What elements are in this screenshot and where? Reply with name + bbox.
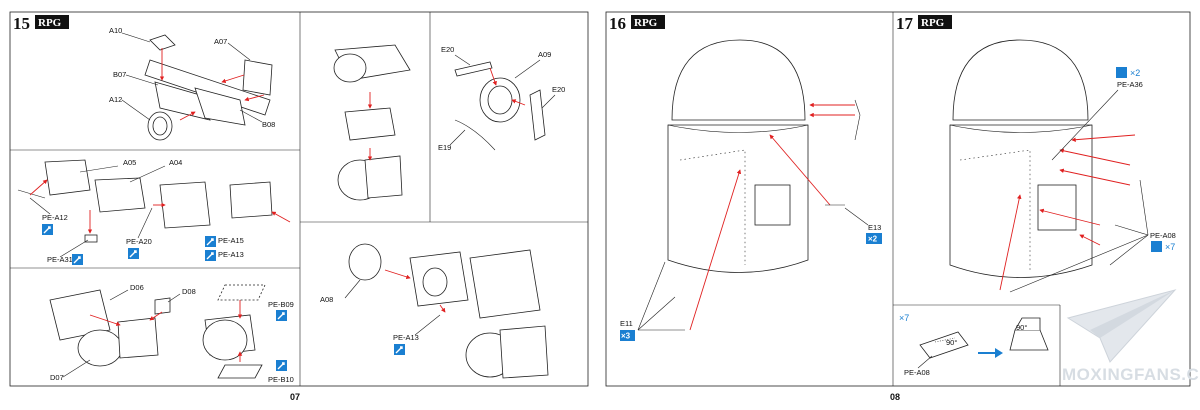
assembly-periscope: E20 A09 E20 E19: [438, 45, 565, 152]
label-a10: A10: [109, 26, 122, 35]
brand-logo: RPG: [38, 17, 62, 29]
watermark-text: MOXINGFANS.COM: [1062, 365, 1200, 384]
right-page-frame: [605, 11, 1191, 387]
brand-logo: RPG: [921, 17, 945, 29]
pe-icon: [275, 309, 288, 322]
arrow-right-icon: [978, 348, 1003, 358]
step-badge-15: 15 RPG: [13, 14, 69, 33]
brand-logo: RPG: [634, 17, 658, 29]
pe-icon: [204, 235, 217, 248]
label-pe-b10: PE-B10: [268, 375, 294, 384]
assembly-cupola-16: E13 ×2 E11 ×3: [620, 39, 882, 341]
assembly-cupola-17: ×2 PE-A36 PE-A08 ×7: [949, 39, 1176, 293]
label-b07: B07: [113, 70, 126, 79]
assembly-mount: A05 A04 PE-A12 PE-A31 PE-A20 PE-A15 PE-A…: [17, 158, 291, 266]
label-a08: A08: [320, 295, 333, 304]
assembly-turret-top: [333, 44, 411, 201]
right-page: 16 RPG E13 ×2 E11 ×3: [605, 11, 1200, 402]
pe-icon: [204, 249, 217, 262]
pe-icon: [71, 253, 84, 266]
angle-label-b: 90°: [1016, 323, 1027, 332]
page-number-left: 07: [290, 392, 300, 402]
pe-a08-multiplier: ×7: [1165, 242, 1175, 252]
inset-label-pe-a08: PE-A08: [904, 368, 930, 377]
pe-icon: [127, 247, 140, 260]
pe-icon: [393, 343, 406, 356]
label-e11: E11: [620, 319, 633, 328]
pe-icon: [41, 223, 54, 236]
assembly-shield: D06 D08 D07 PE-B09 PE-B10: [49, 283, 294, 384]
left-page: 15 RPG A10 A07 B07 A12 B08: [9, 11, 589, 402]
pe-a36-multiplier: ×2: [1130, 68, 1140, 78]
assembly-barrel: A10 A07 B07 A12 B08: [109, 26, 275, 141]
step-number: 15: [13, 14, 30, 33]
label-pe-a15: PE-A15: [218, 236, 244, 245]
pe-icon: [275, 359, 288, 372]
label-d06: D06: [130, 283, 144, 292]
angle-label-a: 90°: [946, 338, 957, 347]
label-a07: A07: [214, 37, 227, 46]
label-a09: A09: [538, 50, 551, 59]
label-a12: A12: [109, 95, 122, 104]
label-d07: D07: [50, 373, 64, 382]
inset-multiplier: ×7: [899, 313, 909, 323]
label-d08: D08: [182, 287, 196, 296]
label-pe-b09: PE-B09: [268, 300, 294, 309]
step-badge-17: 17 RPG: [896, 14, 952, 33]
label-a04: A04: [169, 158, 182, 167]
label-e19: E19: [438, 143, 451, 152]
paper-plane-icon: [1066, 289, 1177, 363]
step-number: 17: [896, 14, 914, 33]
label-e13: E13: [868, 223, 881, 232]
label-pe-a12: PE-A12: [42, 213, 68, 222]
e13-multiplier: ×2: [868, 235, 878, 244]
e11-multiplier: ×3: [621, 332, 631, 341]
label-pe-a20: PE-A20: [126, 237, 152, 246]
label-e20-side: E20: [552, 85, 565, 94]
label-pe-a31: PE-A31: [47, 255, 73, 264]
step-badge-16: 16 RPG: [609, 14, 665, 33]
label-pe-a36: PE-A36: [1117, 80, 1143, 89]
label-e20-top: E20: [441, 45, 454, 54]
page-number-right: 08: [890, 392, 900, 402]
left-page-frame: [9, 11, 589, 387]
label-pe-a13-bottom: PE-A13: [393, 333, 419, 342]
watermark: MOXINGFANS.COM: [1062, 289, 1200, 384]
label-pe-a08: PE-A08: [1150, 231, 1176, 240]
label-pe-a13-top: PE-A13: [218, 250, 244, 259]
step-number: 16: [609, 14, 626, 33]
assembly-turret-full: A08 PE-A13: [320, 243, 549, 379]
inset-pe-bending: ×7 90° 90° PE-A08: [899, 313, 1049, 377]
label-b08: B08: [262, 120, 275, 129]
label-a05: A05: [123, 158, 136, 167]
